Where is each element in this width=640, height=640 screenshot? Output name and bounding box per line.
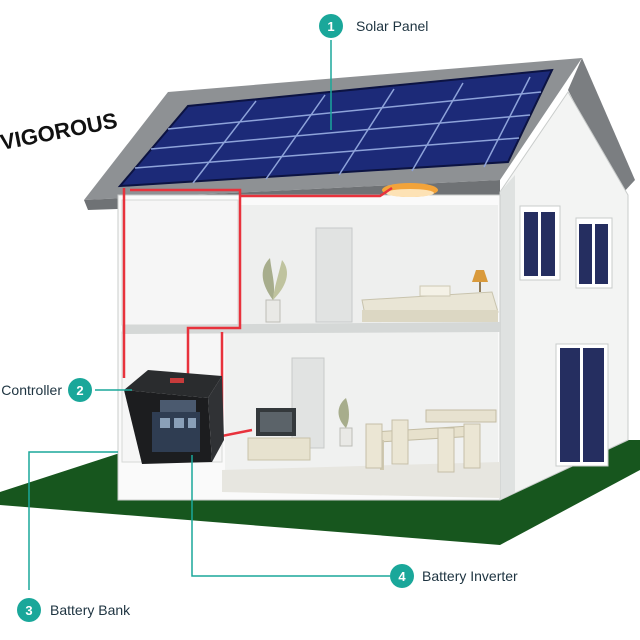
callout-battery-inverter: 4 Battery Inverter: [390, 564, 518, 588]
house-side-shadow: [500, 175, 515, 500]
solar-panel-array: [117, 68, 554, 188]
callout-marker-2: [68, 378, 92, 402]
controller-unit: [124, 370, 224, 464]
callout-marker-1: [319, 14, 343, 38]
upper-floor-slab: [122, 322, 500, 334]
plant-lower: [338, 398, 353, 447]
callout-lines: [28, 40, 390, 590]
upstairs-door: [315, 227, 353, 323]
table-lamp: [472, 270, 488, 292]
bed: [361, 285, 499, 322]
callout-label-controller: Controller: [1, 382, 62, 398]
callout-number-1: 1: [327, 19, 334, 34]
callout-solar-panel: 1 Solar Panel: [319, 14, 428, 38]
interior-left-wall-upper: [121, 199, 239, 326]
plant-upper: [262, 258, 288, 323]
roof-side: [568, 58, 635, 194]
tv-stand: [247, 408, 311, 461]
callout-number-3: 3: [25, 603, 32, 618]
callout-battery-bank: 3 Battery Bank: [17, 598, 131, 622]
callout-label-battery-bank: Battery Bank: [50, 602, 131, 618]
callout-marker-4: [390, 564, 414, 588]
callout-label-battery-inverter: Battery Inverter: [422, 568, 518, 584]
callout-number-2: 2: [76, 383, 83, 398]
side-glass-door: [555, 343, 609, 467]
callout-number-4: 4: [398, 569, 406, 584]
side-windows: [519, 205, 613, 289]
callout-label-solar-panel: Solar Panel: [356, 18, 428, 34]
callout-marker-3: [17, 598, 41, 622]
downstairs-door: [291, 357, 325, 449]
brand-watermark: VIGOROUS: [0, 108, 119, 155]
callout-controller: 2 Controller: [1, 378, 92, 402]
ground-floor: [222, 462, 500, 498]
dining-set: [365, 409, 497, 473]
